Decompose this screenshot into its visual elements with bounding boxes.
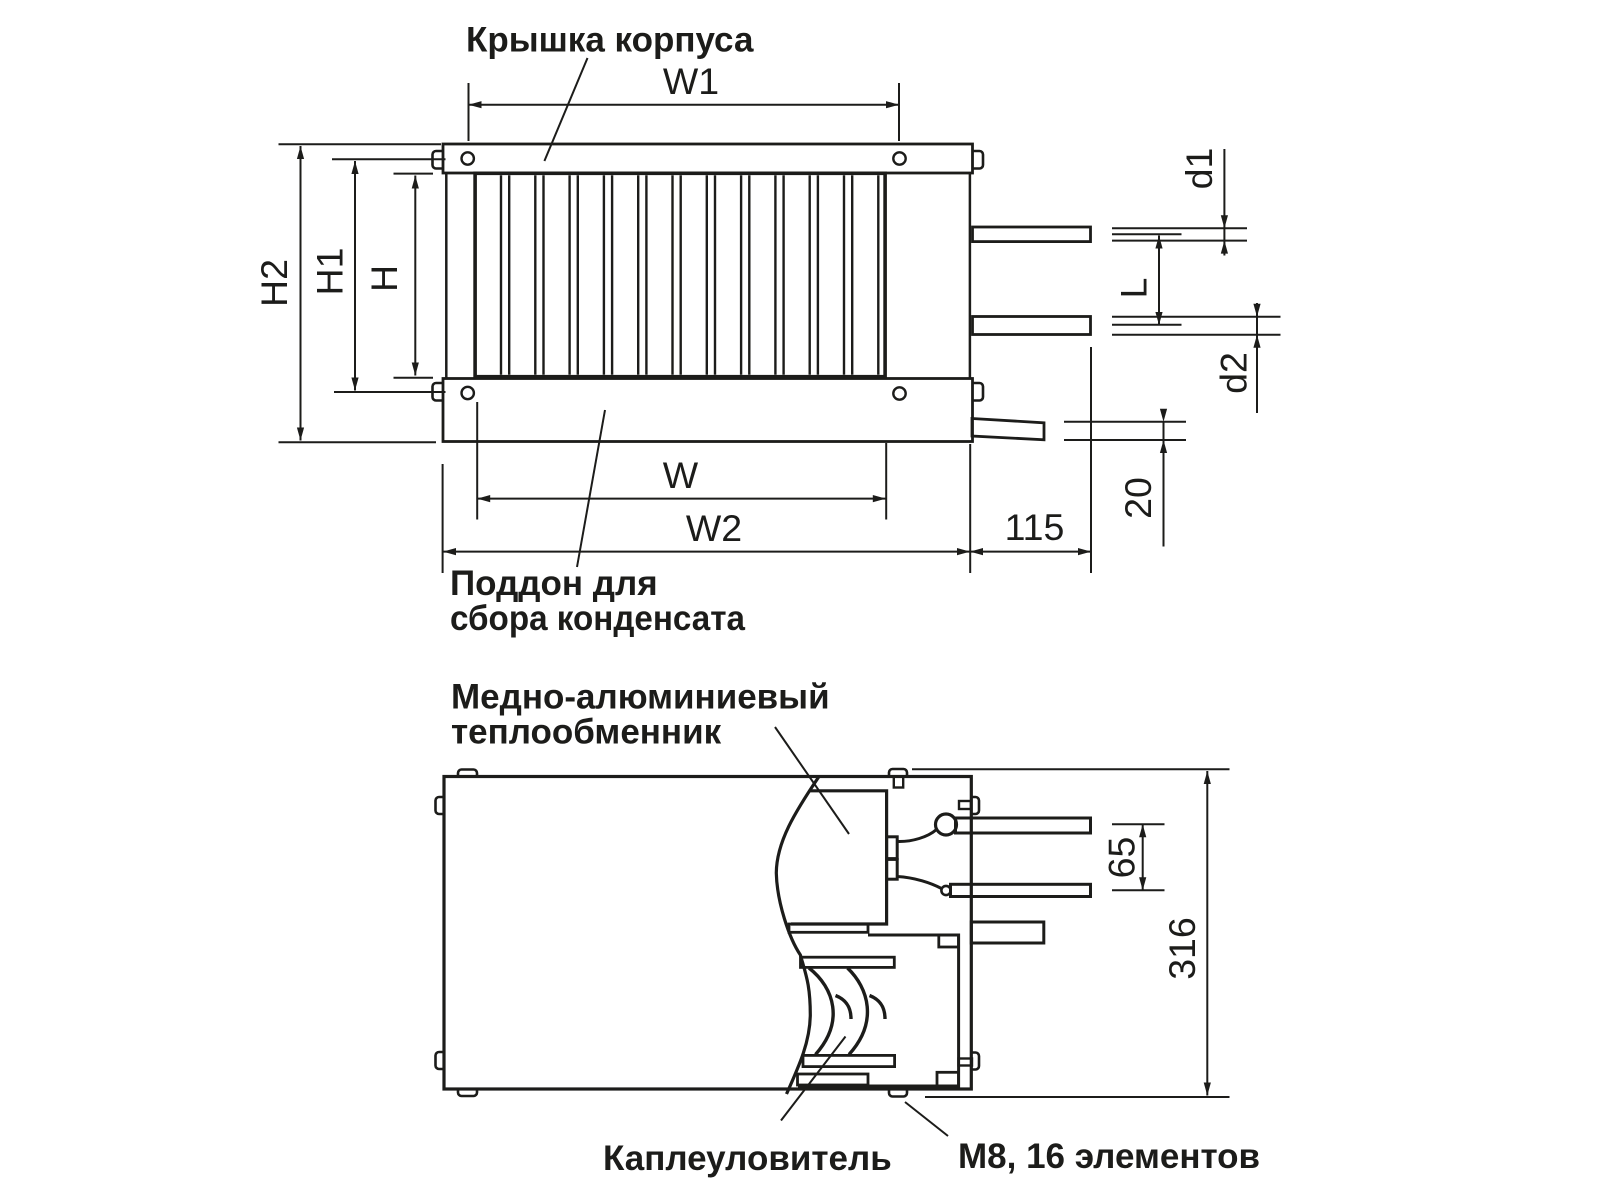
svg-text:W: W xyxy=(663,454,699,496)
svg-text:H1: H1 xyxy=(309,248,351,296)
svg-text:L: L xyxy=(1113,278,1155,299)
svg-text:Медно-алюминиевый: Медно-алюминиевый xyxy=(451,678,830,717)
svg-text:H: H xyxy=(363,265,405,292)
svg-text:W2: W2 xyxy=(686,507,742,549)
svg-text:сбора конденсата: сбора конденсата xyxy=(450,599,746,638)
svg-text:65: 65 xyxy=(1101,837,1143,879)
svg-text:20: 20 xyxy=(1117,477,1159,519)
svg-text:316: 316 xyxy=(1161,917,1203,980)
svg-text:М8, 16 элементов: М8, 16 элементов xyxy=(958,1137,1260,1176)
svg-text:Крышка корпуса: Крышка корпуса xyxy=(466,21,754,60)
svg-text:d1: d1 xyxy=(1178,148,1220,190)
svg-text:H2: H2 xyxy=(253,259,295,307)
svg-text:d2: d2 xyxy=(1213,352,1255,394)
svg-text:Поддон для: Поддон для xyxy=(450,564,658,603)
svg-text:Каплеуловитель: Каплеуловитель xyxy=(603,1139,892,1178)
svg-text:W1: W1 xyxy=(663,60,719,102)
svg-text:теплообменник: теплообменник xyxy=(451,713,722,752)
svg-text:115: 115 xyxy=(1005,506,1065,548)
